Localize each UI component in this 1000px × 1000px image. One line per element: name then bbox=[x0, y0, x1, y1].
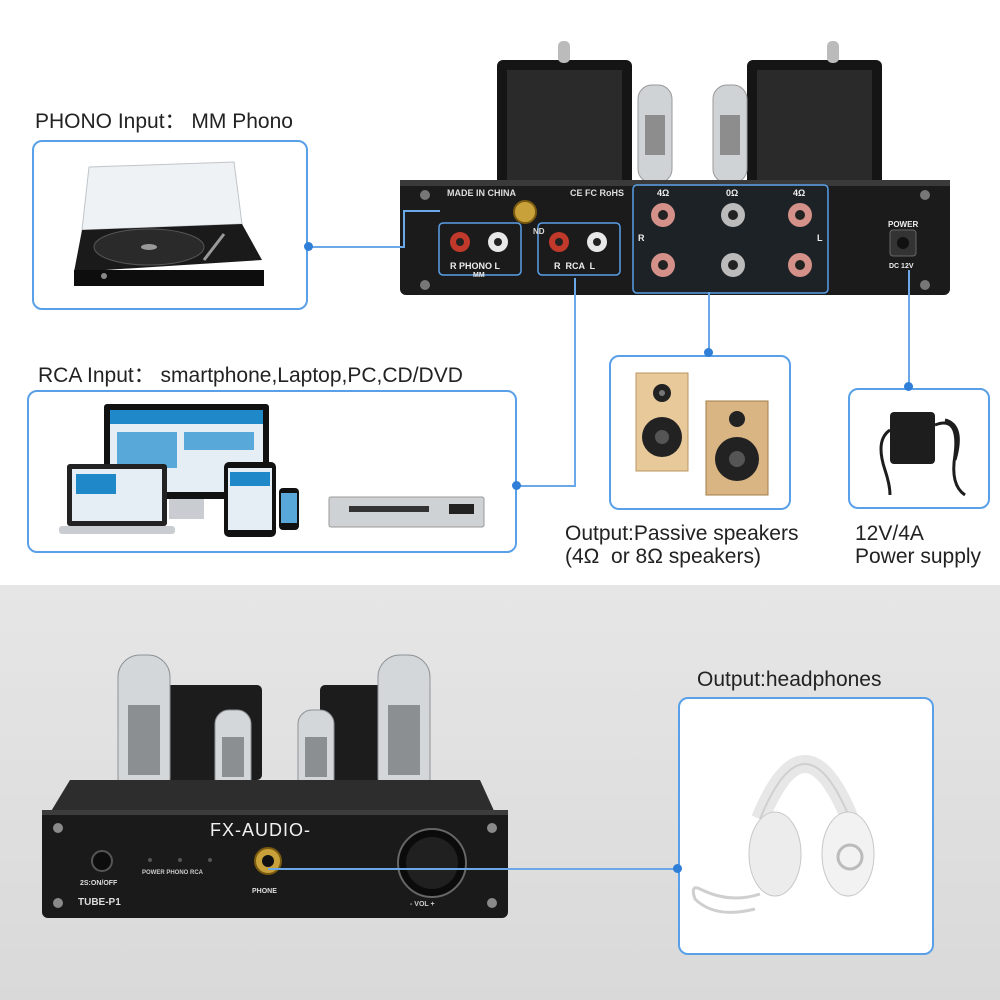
cert-label: CE FC RoHS bbox=[570, 188, 624, 198]
phone-jack-label: PHONE bbox=[252, 888, 277, 895]
gnd-label: ND bbox=[533, 227, 545, 236]
sources-image bbox=[59, 404, 485, 537]
rca-connector-line bbox=[517, 485, 575, 487]
dc-label: DC 12V bbox=[889, 263, 914, 270]
indicator-labels: POWER PHONO RCA bbox=[142, 870, 204, 876]
made-in-label: MADE IN CHINA bbox=[447, 188, 516, 198]
volume-label: - VOL + bbox=[410, 901, 435, 908]
speakers-connector-line bbox=[708, 292, 710, 352]
headphones-connector-line bbox=[268, 868, 676, 870]
phono-connector-dot bbox=[304, 242, 313, 251]
ohm-left-label: 4Ω bbox=[657, 188, 670, 198]
power-supply-image bbox=[879, 412, 966, 497]
headphones-box bbox=[678, 697, 934, 955]
speakers-connector-dot bbox=[704, 348, 713, 357]
rca-jack-label: R RCA L bbox=[554, 261, 596, 271]
headphones-caption: Output:headphones bbox=[697, 668, 882, 691]
model-label: TUBE-P1 bbox=[78, 897, 121, 908]
switch-label: 2S:ON/OFF bbox=[80, 880, 118, 887]
turntable-box bbox=[32, 140, 308, 310]
phono-connector-line bbox=[308, 246, 403, 248]
power-supply-box bbox=[848, 388, 990, 509]
brand-label: FX-AUDIO- bbox=[210, 820, 311, 840]
side-r-label: R bbox=[638, 233, 645, 243]
rca-connector-dot bbox=[512, 481, 521, 490]
side-l-label: L bbox=[817, 233, 823, 243]
turntable-image bbox=[74, 161, 264, 286]
headphones-image bbox=[691, 755, 875, 914]
ohm-mid-label: 0Ω bbox=[726, 188, 739, 198]
power-connector-line bbox=[908, 270, 910, 386]
amplifier-front-image: FX-AUDIO- 2S:ON/OFF TUBE-P1 POWER PHONO … bbox=[40, 645, 510, 925]
speakers-box bbox=[609, 355, 791, 510]
speakers-image bbox=[635, 372, 769, 496]
headphones-connector-dot bbox=[673, 864, 682, 873]
rca-caption: RCA Input： smartphone,Laptop,PC,CD/DVD bbox=[38, 364, 463, 387]
amplifier-rear-image: MADE IN CHINA CE FC RoHS ND R PHONO L MM… bbox=[395, 35, 955, 305]
mm-label: MM bbox=[473, 272, 485, 279]
speakers-caption-line1: Output:Passive speakers bbox=[565, 522, 799, 545]
speakers-caption-line2: (4Ω or 8Ω speakers) bbox=[565, 545, 761, 568]
power-caption-line2: Power supply bbox=[855, 545, 982, 568]
power-label: POWER bbox=[888, 220, 919, 229]
ohm-right-label: 4Ω bbox=[793, 188, 806, 198]
power-connector-dot bbox=[904, 382, 913, 391]
phono-jack-label: R PHONO L bbox=[450, 261, 501, 271]
rca-sources-box bbox=[27, 390, 517, 553]
phono-caption: PHONO Input： MM Phono bbox=[35, 110, 293, 133]
power-caption-line1: 12V/4A bbox=[855, 522, 924, 545]
